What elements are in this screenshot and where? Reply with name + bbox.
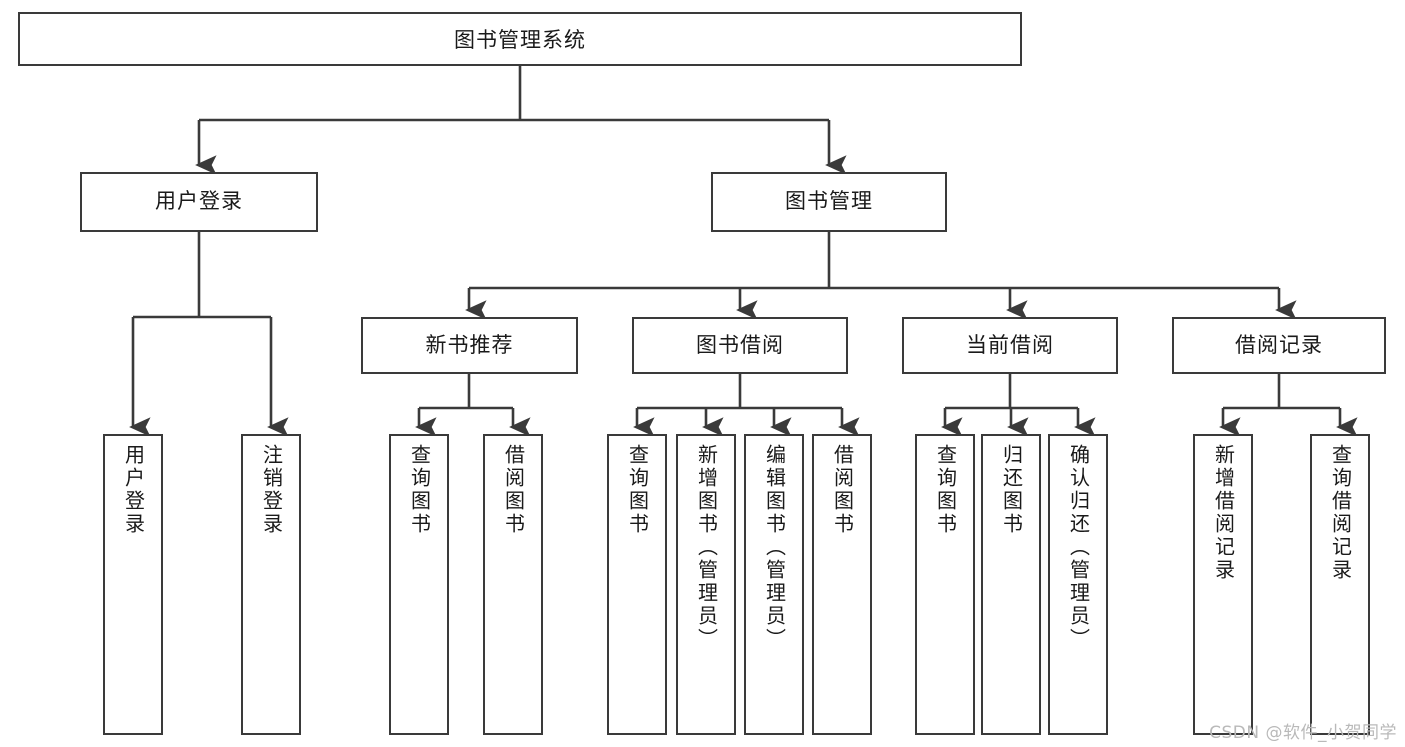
node-current-borrow-label: 当前借阅 (966, 332, 1054, 357)
node-leaf-add-book[interactable]: 新增图书（管理员） (676, 434, 736, 735)
node-leaf-borrow-book-2[interactable]: 借阅图书 (812, 434, 872, 735)
node-book-manage[interactable]: 图书管理 (711, 172, 947, 232)
node-leaf-edit-book[interactable]: 编辑图书（管理员） (744, 434, 804, 735)
node-leaf-logout-label: 注销登录 (259, 444, 284, 536)
node-root[interactable]: 图书管理系统 (18, 12, 1022, 66)
node-leaf-query-record[interactable]: 查询借阅记录 (1310, 434, 1370, 735)
node-borrow-record[interactable]: 借阅记录 (1172, 317, 1386, 374)
node-leaf-confirm-return-label: 确认归还（管理员） (1066, 444, 1091, 651)
node-leaf-user-login-label: 用户登录 (121, 444, 146, 536)
node-leaf-borrow-book-2-label: 借阅图书 (830, 444, 855, 536)
node-leaf-return-book[interactable]: 归还图书 (981, 434, 1041, 735)
node-user-login-label: 用户登录 (155, 189, 243, 214)
node-leaf-logout[interactable]: 注销登录 (241, 434, 301, 735)
node-user-login[interactable]: 用户登录 (80, 172, 318, 232)
node-book-borrow-label: 图书借阅 (696, 332, 784, 357)
node-book-borrow[interactable]: 图书借阅 (632, 317, 848, 374)
node-leaf-query-book-1-label: 查询图书 (407, 444, 432, 536)
csdn-watermark: CSDN @软件_小贺同学 (1209, 723, 1397, 743)
node-leaf-confirm-return[interactable]: 确认归还（管理员） (1048, 434, 1108, 735)
node-leaf-borrow-book-1-label: 借阅图书 (501, 444, 526, 536)
node-leaf-edit-book-label: 编辑图书（管理员） (762, 444, 787, 651)
node-new-book-rec[interactable]: 新书推荐 (361, 317, 578, 374)
node-leaf-query-book-3-label: 查询图书 (933, 444, 958, 536)
node-leaf-add-record[interactable]: 新增借阅记录 (1193, 434, 1253, 735)
node-leaf-add-record-label: 新增借阅记录 (1211, 444, 1236, 582)
node-current-borrow[interactable]: 当前借阅 (902, 317, 1118, 374)
node-leaf-query-book-3[interactable]: 查询图书 (915, 434, 975, 735)
node-leaf-query-record-label: 查询借阅记录 (1328, 444, 1353, 582)
node-leaf-user-login[interactable]: 用户登录 (103, 434, 163, 735)
node-root-label: 图书管理系统 (454, 28, 586, 52)
node-leaf-query-book-2-label: 查询图书 (625, 444, 650, 536)
node-leaf-return-book-label: 归还图书 (999, 444, 1024, 536)
node-leaf-add-book-label: 新增图书（管理员） (694, 444, 719, 651)
node-leaf-query-book-1[interactable]: 查询图书 (389, 434, 449, 735)
node-book-manage-label: 图书管理 (785, 189, 873, 214)
node-leaf-query-book-2[interactable]: 查询图书 (607, 434, 667, 735)
node-borrow-record-label: 借阅记录 (1235, 332, 1323, 357)
node-new-book-rec-label: 新书推荐 (425, 332, 514, 357)
node-leaf-borrow-book-1[interactable]: 借阅图书 (483, 434, 543, 735)
